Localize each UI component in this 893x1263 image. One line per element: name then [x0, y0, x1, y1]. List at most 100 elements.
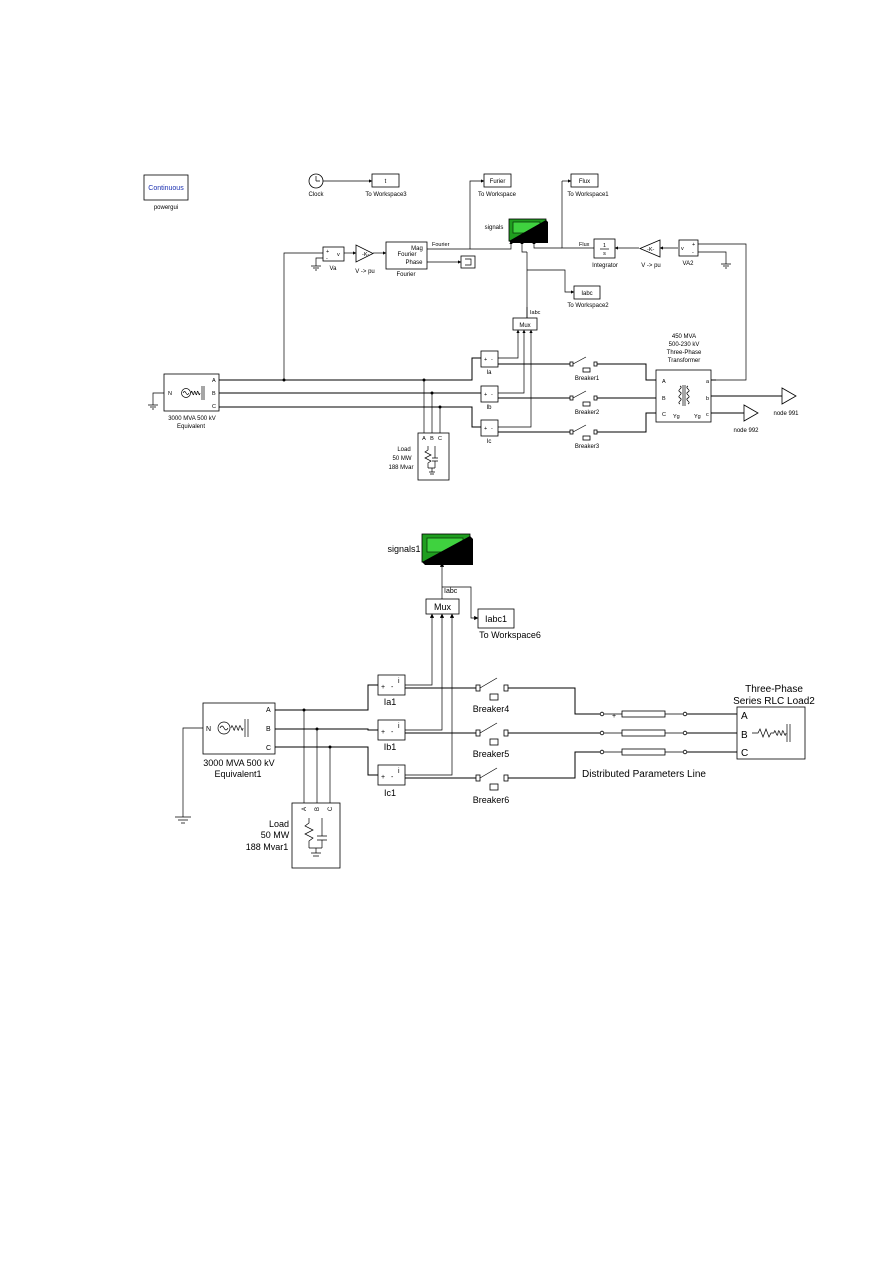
signals-caption: signals	[485, 225, 504, 231]
load2-block[interactable]: A B C Load 50 MW 188 Mvar1	[246, 802, 341, 869]
ia-current-measurement[interactable]: +- Ia	[480, 350, 499, 376]
to-workspace6-block[interactable]: Iabc1 To Workspace6	[477, 608, 541, 640]
gain1-label: -K-	[362, 252, 370, 258]
va2-caption: VA2	[683, 261, 695, 267]
load2-port-b: B	[315, 807, 321, 811]
fourier-mag: Mag	[411, 246, 423, 252]
node-992-goto[interactable]: node 992	[733, 404, 759, 434]
tr-line4: Transformer	[668, 358, 700, 364]
va2-voltage-measurement[interactable]: v + - VA2	[678, 239, 699, 267]
rlc-port-c: C	[741, 748, 748, 759]
ic1-out: i	[398, 768, 400, 775]
to-workspace-furier-block[interactable]: Furier To Workspace	[478, 173, 517, 198]
tr-wind2: Yg	[694, 414, 701, 420]
line-plus: +	[612, 713, 616, 720]
svg-text:+: +	[484, 426, 487, 432]
source-caption2: Equivalent	[177, 424, 205, 430]
gain2-label: -K-	[647, 247, 655, 253]
ic-current-measurement[interactable]: +- Ic	[480, 419, 499, 445]
iabc-ws-label: Iabc	[581, 291, 592, 297]
rlc-line2: Series RLC Load2	[733, 696, 815, 707]
signals1-scope[interactable]: signals1	[387, 533, 473, 565]
va-voltage-measurement[interactable]: + - v Va	[322, 246, 345, 272]
ib-current-measurement[interactable]: +- Ib	[480, 385, 499, 411]
ia-caption: Ia	[486, 370, 492, 376]
flux-wire-label: Flux	[579, 242, 590, 248]
source2-caption2: Equivalent1	[214, 769, 261, 779]
terminator-block[interactable]	[460, 255, 476, 269]
source-equivalent-block[interactable]: N A B C 3000 MVA 500 kV Equivalent	[163, 373, 220, 430]
powergui-block[interactable]: Continuous powergui	[143, 174, 189, 211]
clock-caption: Clock	[308, 192, 324, 198]
load2-line2: 50 MW	[261, 830, 290, 840]
flux-ws-caption: To Workspace1	[567, 192, 609, 198]
furier-ws-label: Furier	[490, 179, 506, 185]
iabc-ws-caption: To Workspace2	[567, 303, 609, 309]
breaker5[interactable]: Breaker5	[473, 722, 510, 759]
fourier-wire-label: Fourier	[432, 242, 450, 248]
breaker2-caption: Breaker2	[575, 410, 600, 416]
load-block[interactable]: A B C Load 50 MW 188 Mvar	[388, 432, 450, 481]
distributed-parameters-line[interactable]: + Distributed Parameters Line	[582, 710, 706, 780]
gain1-caption: V -> pu	[355, 269, 375, 275]
node-991-goto[interactable]: node 991	[773, 387, 799, 417]
source-equivalent1-block[interactable]: N A B C 3000 MVA 500 kV Equivalent1	[202, 702, 276, 779]
tr-wind1: Yg	[673, 414, 680, 420]
integrator-block[interactable]: 1 s Integrator	[592, 238, 618, 269]
rlc-port-a: A	[741, 711, 748, 722]
flux-ws-label: Flux	[579, 179, 590, 185]
ia1-out: i	[398, 678, 400, 685]
rlc-port-b: B	[741, 730, 748, 741]
mux-block[interactable]: Mux	[512, 317, 538, 331]
breaker2[interactable]: Breaker2	[569, 390, 600, 416]
mux2-block[interactable]: Mux	[425, 598, 460, 615]
ground-icon	[311, 265, 321, 271]
rlc-line1: Three-Phase	[745, 684, 803, 695]
va2-out: v	[681, 246, 684, 252]
gain2-v-to-pu-block[interactable]: -K- V -> pu	[638, 239, 661, 269]
breaker6-caption: Breaker6	[473, 795, 510, 805]
powergui-label: Continuous	[148, 185, 184, 192]
gain2-caption: V -> pu	[641, 263, 661, 269]
iabc1-ws-caption: To Workspace6	[479, 630, 541, 640]
to-workspace1-flux-block[interactable]: Flux To Workspace1	[567, 173, 609, 198]
ib1-caption: Ib1	[384, 742, 397, 752]
ic1-minus: -	[391, 774, 394, 781]
to-workspace2-iabc-block[interactable]: Iabc To Workspace2	[567, 285, 609, 309]
signals-scope[interactable]: signals	[485, 218, 548, 243]
load-port-b: B	[430, 436, 434, 442]
series-rlc-load2-block[interactable]: A B C Three-Phase Series RLC Load2	[733, 684, 815, 760]
ib1-out: i	[398, 723, 400, 730]
three-phase-transformer[interactable]: A B C a b c Yg Yg 450 MVA 500-230 kV Thr…	[655, 334, 712, 423]
ic1-plus: +	[381, 774, 385, 781]
ia1-current-measurement[interactable]: + - i Ia1	[377, 674, 406, 707]
va2-minus: -	[692, 250, 694, 256]
to-workspace3-block[interactable]: t To Workspace3	[365, 173, 407, 198]
breaker5-caption: Breaker5	[473, 749, 510, 759]
breaker1-caption: Breaker1	[575, 376, 600, 382]
tr-line1: 450 MVA	[672, 334, 696, 340]
breaker1[interactable]: Breaker1	[569, 356, 600, 382]
fourier-block[interactable]: Fourier Phase Mag Fourier	[385, 241, 428, 278]
clock-block[interactable]: Clock	[308, 173, 324, 198]
svg-text:-: -	[491, 392, 493, 398]
ib1-current-measurement[interactable]: + - i Ib1	[377, 719, 406, 752]
powergui-caption: powergui	[154, 205, 178, 211]
svg-text:-: -	[491, 426, 493, 432]
tr-out-c: c	[706, 412, 709, 418]
breaker4[interactable]: Breaker4	[473, 677, 510, 714]
breaker6[interactable]: Breaker6	[473, 767, 510, 805]
load2-port-a: A	[302, 807, 308, 811]
va-minus: -	[326, 256, 328, 262]
gain-v-to-pu-block[interactable]: -K- V -> pu	[355, 244, 375, 275]
svg-text:-: -	[491, 357, 493, 363]
tr-line2: 500-230 kV	[669, 342, 700, 348]
ic1-current-measurement[interactable]: + - i Ic1	[377, 764, 406, 798]
diagram-1: Continuous powergui Clock t To Workspace…	[143, 173, 799, 481]
iabc-wire-label: Iabc	[530, 310, 541, 316]
breaker3[interactable]: Breaker3	[569, 424, 600, 450]
source2-port-b: B	[266, 726, 271, 733]
source-caption1: 3000 MVA 500 kV	[168, 416, 216, 422]
tr-in-c: C	[662, 412, 666, 418]
